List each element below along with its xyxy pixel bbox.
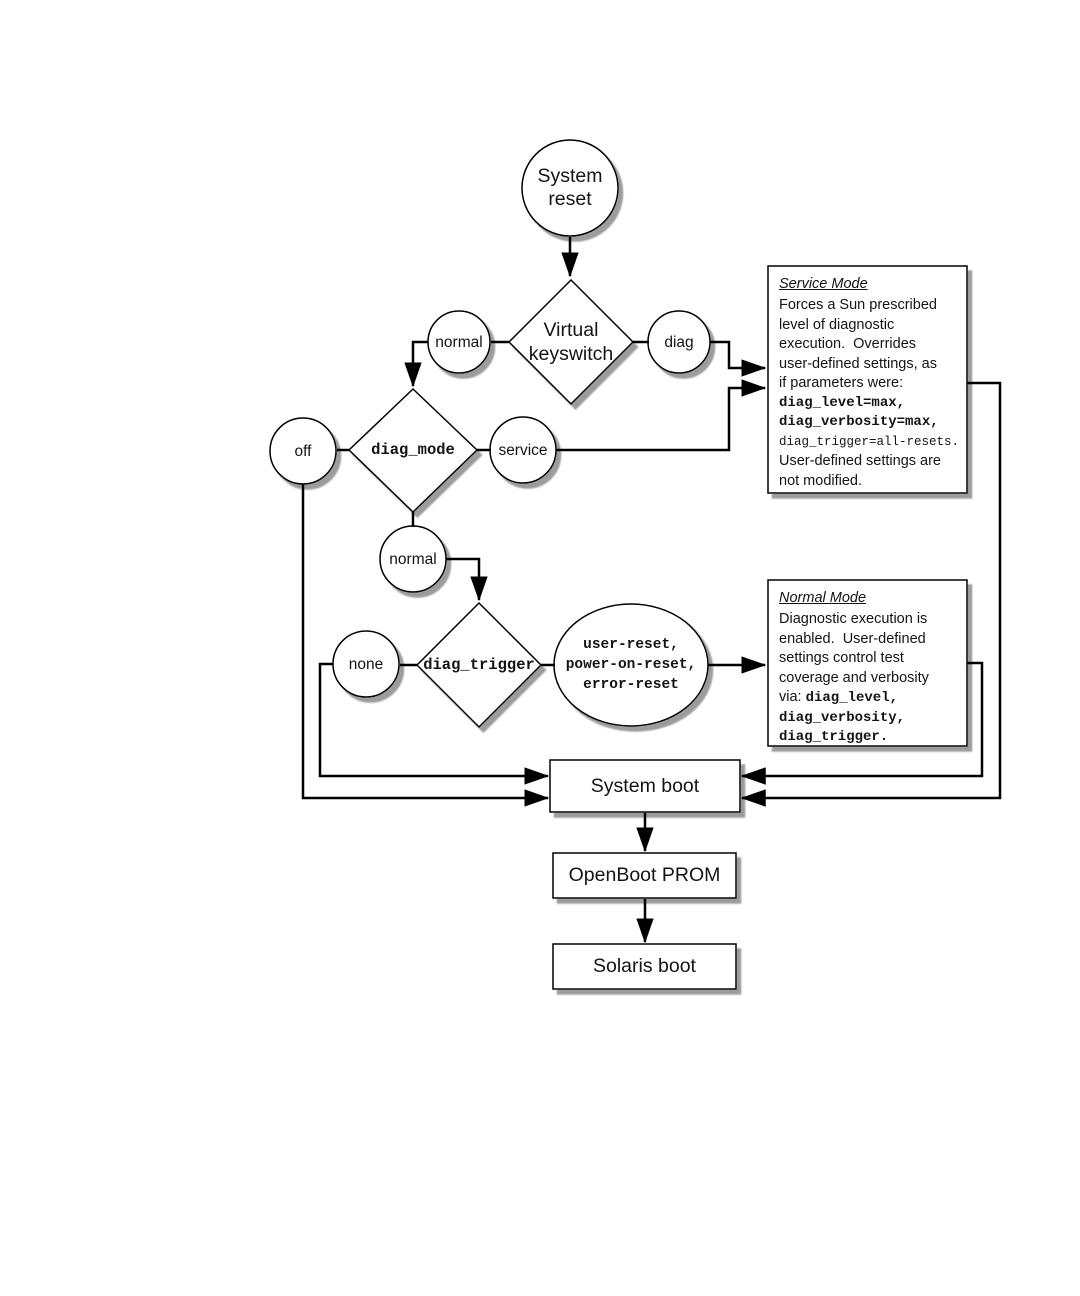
edge-none-to-systemboot — [318, 662, 550, 785]
note-line: User-defined settings are — [779, 453, 941, 469]
openboot-prom-box — [552, 852, 737, 899]
note-code-line: diag_trigger=all-resets. — [779, 434, 960, 449]
note-code-line: diag_level=max, — [779, 394, 906, 411]
virtual-keyswitch-label: Virtual keyswitch — [528, 319, 614, 365]
note-line: Diagnostic execution is — [779, 611, 928, 627]
note-code-line: diag_trigger. — [779, 729, 889, 745]
note-code-line: diag_verbosity=max, — [779, 414, 939, 430]
none-label: none — [348, 655, 384, 673]
system-reset-label: System reset — [537, 165, 603, 210]
normal-mode-title: Normal Mode — [779, 590, 867, 606]
diag-trigger-decision — [415, 601, 543, 729]
edge-normal-to-diagmode — [404, 340, 428, 388]
diag-label: diag — [664, 333, 694, 351]
system-boot-label: System boot — [590, 774, 700, 797]
note-inline-code: diag_level, — [805, 690, 899, 706]
service-mode-note: Service Mode Forces a Sun prescribed lev… — [768, 266, 967, 493]
normal-mode-note: Normal Mode Diagnostic execution is enab… — [768, 580, 967, 746]
service-mode-title: Service Mode — [779, 276, 868, 292]
system-reset-node — [521, 139, 619, 237]
diag-trigger-label: diag_trigger — [423, 656, 535, 674]
solaris-boot-label: Solaris boot — [593, 955, 696, 977]
normal-top-label: normal — [435, 333, 483, 351]
note-line: enabled. User-defined — [779, 630, 926, 647]
note-line: user-defined settings, as — [779, 355, 937, 372]
virtual-keyswitch-decision — [507, 278, 635, 406]
edge-normal2-to-diagtrigger — [446, 557, 488, 602]
diag-mode-label: diag_mode — [371, 441, 455, 459]
edge-diag-to-servicebox — [710, 340, 767, 377]
solaris-boot-box — [552, 943, 737, 990]
note-line: execution. Overrides — [779, 336, 917, 352]
note-line: level of diagnostic — [779, 316, 895, 333]
edge-off-to-systemboot — [301, 484, 550, 807]
service-label: service — [498, 441, 548, 459]
note-line: settings control test — [779, 650, 904, 666]
note-line: not modified. — [779, 472, 863, 489]
edge-service-to-servicebox — [556, 379, 767, 452]
note-mixed-line: via: diag_level, — [779, 688, 961, 709]
edge-servicebox-to-systemboot — [740, 381, 1002, 807]
note-line: if parameters were: — [779, 375, 904, 391]
normal-mode-box — [767, 579, 968, 747]
note-line: coverage and verbosity — [779, 669, 929, 686]
off-label: off — [294, 442, 312, 460]
service-mode-box — [767, 265, 968, 494]
system-boot-box — [549, 759, 741, 813]
normal-mid-label: normal — [389, 550, 437, 568]
note-code-line: diag_verbosity, — [779, 709, 906, 726]
trigger-values-label: user-reset, power-on-reset, error-reset — [565, 637, 697, 693]
openboot-prom-label: OpenBoot PROM — [568, 864, 721, 886]
edge-normalbox-to-systemboot — [740, 661, 984, 785]
note-line-prefix: via: — [779, 689, 806, 705]
note-line: Forces a Sun prescribed — [779, 297, 937, 313]
